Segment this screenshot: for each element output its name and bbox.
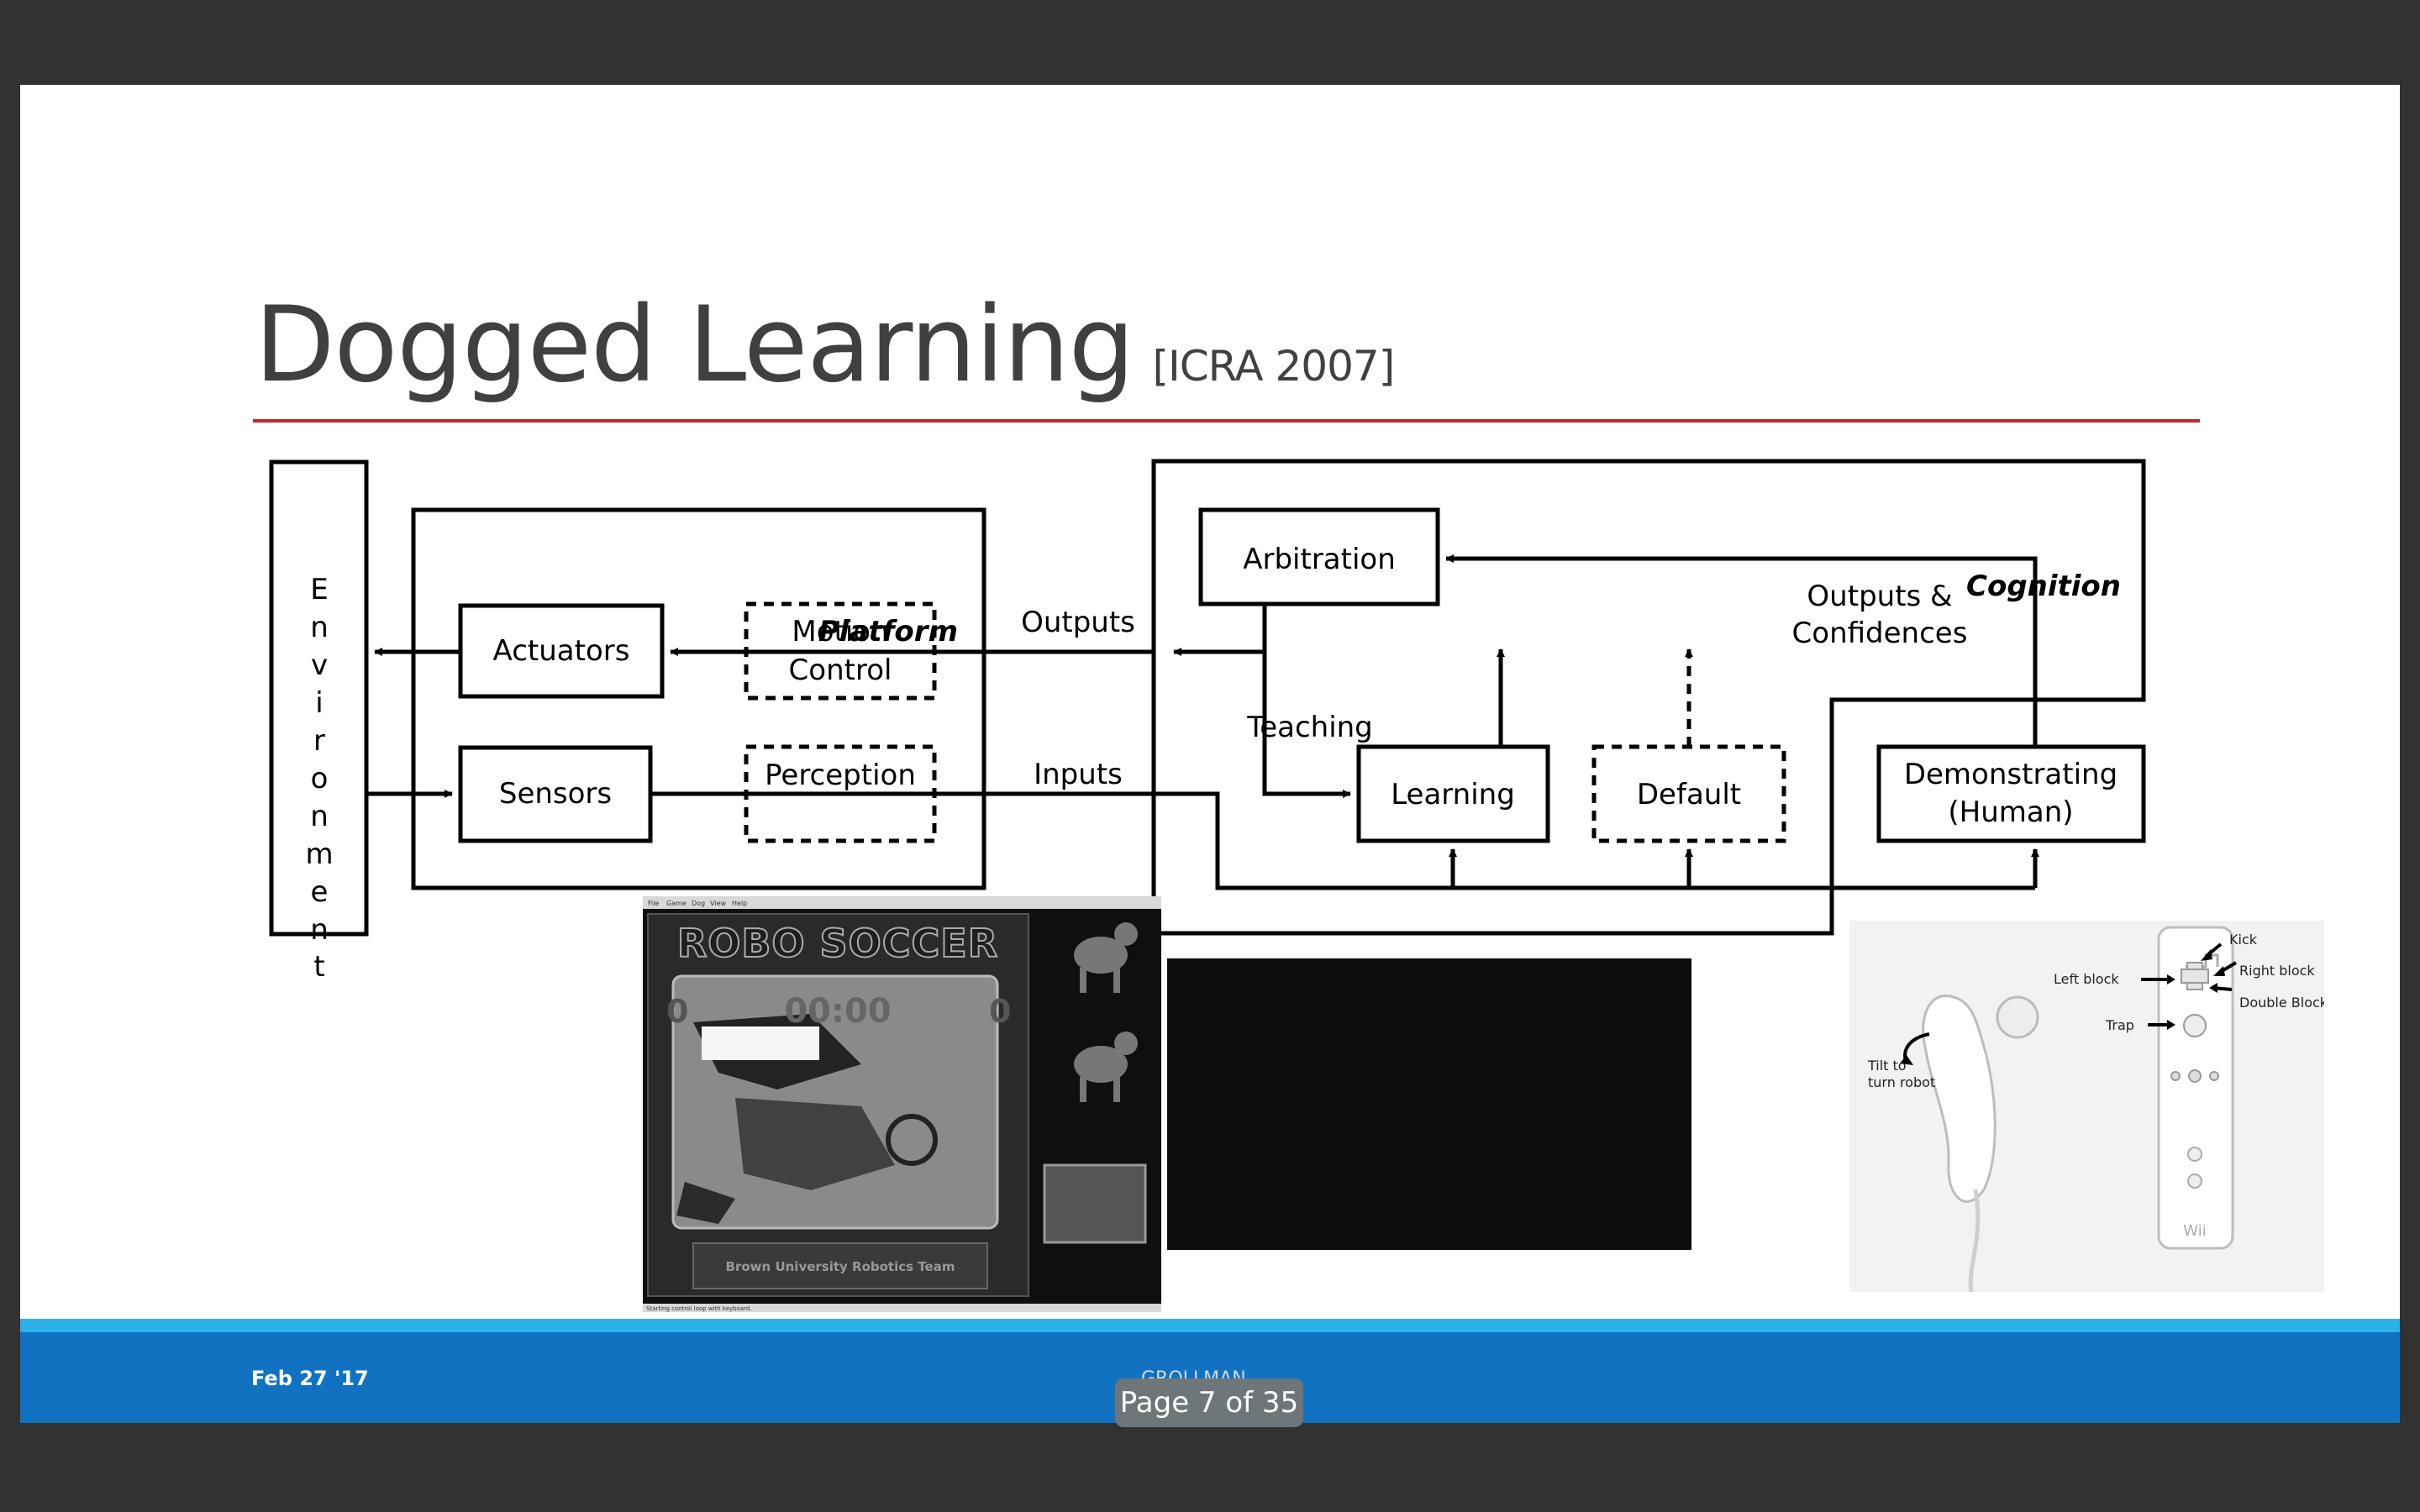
- outputs-label: Outputs: [1021, 606, 1135, 639]
- line-demo-confidences: [1482, 556, 2038, 747]
- menu-file: File: [648, 900, 659, 907]
- line-inputs: [650, 791, 2035, 890]
- menu-game: Game: [666, 900, 687, 907]
- menu-help: Help: [732, 900, 747, 907]
- motion-control-label-1: Motion: [792, 615, 888, 648]
- outputs-confidences-label-2: Confidences: [1792, 617, 1968, 650]
- environment-box: [269, 459, 369, 937]
- wii-controller-image: Wii Kick Right block Left block Double B…: [1849, 921, 2324, 1292]
- inputs-label: Inputs: [1034, 758, 1123, 791]
- page-indicator: Page 7 of 35: [1115, 1378, 1303, 1427]
- demonstrating-box: [1876, 744, 2146, 843]
- robot-dog-icon: [1074, 1032, 1138, 1102]
- motion-control-label-2: Control: [789, 654, 892, 687]
- wiimote-icon: [2157, 926, 2234, 1250]
- env-letter: r: [313, 724, 325, 758]
- perception-label: Perception: [765, 759, 916, 792]
- env-letter: n: [310, 611, 329, 644]
- nunchuk-icon: [1922, 995, 1996, 1203]
- page-title: Dogged Learning [ICRA 2007]: [255, 285, 1396, 406]
- line-teaching: [1262, 604, 1351, 798]
- title-rule: [253, 419, 2200, 423]
- match-clock: 00:00: [784, 992, 891, 1031]
- env-letter: t: [313, 950, 324, 984]
- env-letter: n: [310, 913, 329, 947]
- env-letter: o: [311, 762, 329, 795]
- demonstrating-label-1: Demonstrating: [1904, 758, 2118, 791]
- cognition-label: Cognition: [1966, 570, 2121, 603]
- wii-brand: Wii: [2183, 1222, 2206, 1240]
- video-frame: [1167, 958, 1691, 1250]
- env-letter: E: [310, 573, 328, 606]
- env-letter: m: [305, 837, 333, 871]
- tilt-label-1: Tilt to: [1867, 1058, 1907, 1074]
- arbitration-box: [1198, 507, 1440, 606]
- actuators-label: Actuators: [493, 634, 630, 668]
- robot-dog-icon: [1074, 922, 1138, 993]
- teaching-label: Teaching: [1246, 711, 1373, 744]
- outputs-confidences-label-1: Outputs &: [1807, 580, 1952, 613]
- menu-view: View: [710, 900, 726, 907]
- env-letter: e: [311, 875, 329, 909]
- learning-box: [1356, 744, 1550, 843]
- slide-citation: [ICRA 2007]: [1152, 342, 1396, 391]
- score-left: 0: [666, 993, 688, 1030]
- learning-label: Learning: [1391, 778, 1515, 811]
- footer-date: Feb 27 '17: [251, 1367, 369, 1390]
- right-block-label: Right block: [2239, 963, 2315, 979]
- double-block-label: Double Block: [2239, 995, 2324, 1011]
- sensors-label: Sensors: [499, 777, 612, 811]
- architecture-diagram: E n v i r o n m e n t Platform Cognition…: [269, 459, 2146, 984]
- kick-label: Kick: [2229, 932, 2258, 948]
- platform-label: Platform: [818, 615, 958, 648]
- small-camera-view: [1043, 1163, 1147, 1244]
- env-letter: v: [311, 648, 328, 682]
- team-label: Brown University Robotics Team: [726, 1259, 955, 1274]
- environment-label: E n v i r o n m e n t: [305, 573, 333, 984]
- status-bar-text: Starting control loop with keyboard.: [646, 1305, 752, 1312]
- tilt-label-2: turn robot: [1868, 1074, 1935, 1090]
- default-label: Default: [1637, 778, 1741, 811]
- platform-box: [411, 507, 986, 890]
- robosoccer-screenshot: File Game Dog View Help ROBO SOCCER 0 00…: [643, 896, 1161, 1312]
- footer-accent-line: [20, 1319, 2400, 1332]
- menu-dog: Dog: [692, 900, 705, 907]
- env-letter: i: [315, 686, 323, 720]
- score-right: 0: [989, 993, 1011, 1030]
- slide: Dogged Learning [ICRA 2007]: [20, 85, 2400, 1423]
- slide-title: Dogged Learning: [255, 285, 1135, 406]
- env-letter: n: [310, 800, 329, 833]
- demonstrating-label-2: (Human): [1948, 795, 2073, 829]
- arbitration-label: Arbitration: [1243, 543, 1396, 576]
- robosoccer-logo: ROBO SOCCER: [677, 921, 998, 966]
- cognition-box: [1151, 459, 2146, 936]
- left-block-label: Left block: [2054, 971, 2119, 987]
- trap-label: Trap: [2105, 1017, 2134, 1033]
